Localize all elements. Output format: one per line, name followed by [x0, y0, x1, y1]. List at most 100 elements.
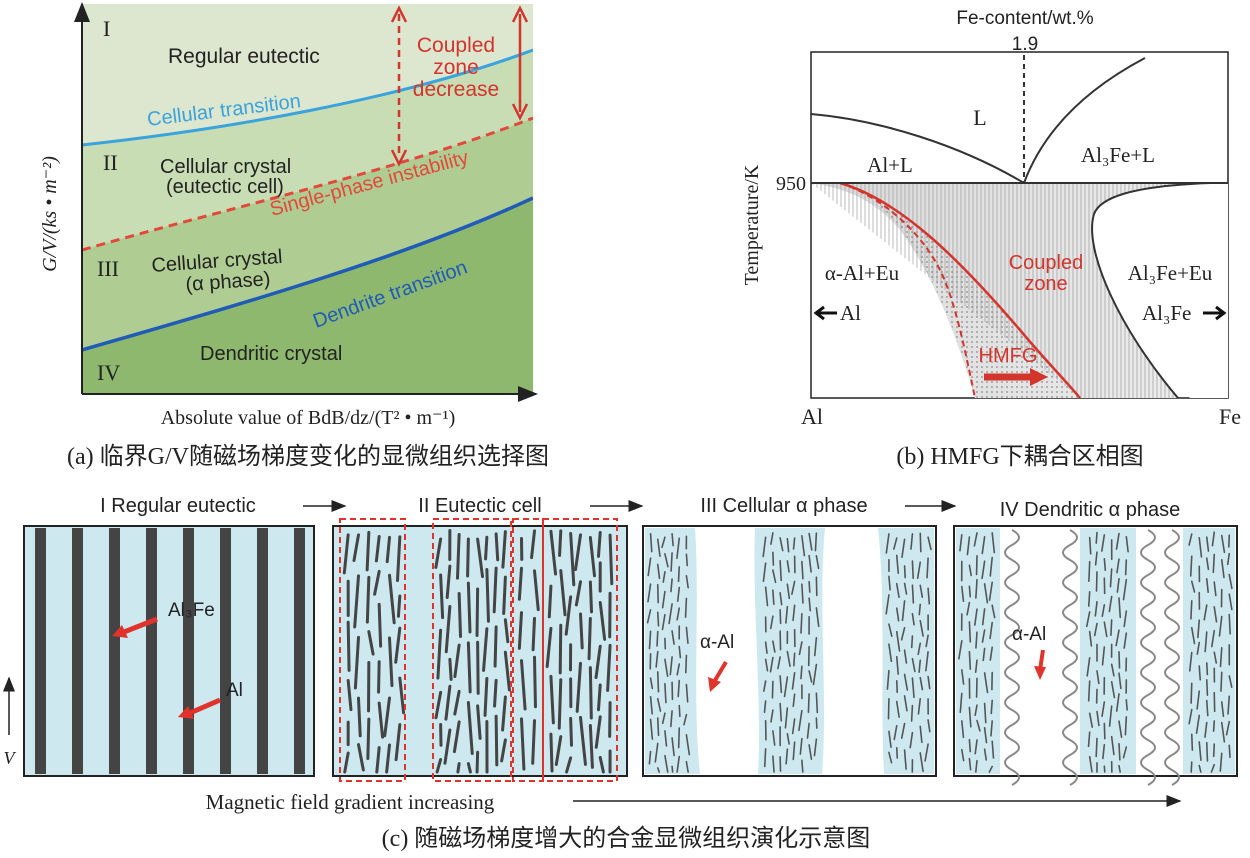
- eutectic-fibre: [377, 701, 385, 739]
- eutectic-rod: [918, 659, 922, 674]
- eutectic-rod: [991, 532, 996, 554]
- eutectic-rod: [1205, 678, 1209, 696]
- eutectic-rod: [1096, 710, 1100, 727]
- eutectic-rod: [919, 532, 922, 553]
- eutectic-rod: [808, 580, 811, 593]
- eutectic-rod: [917, 697, 922, 715]
- eutectic-rod: [1093, 622, 1098, 637]
- eutectic-rod: [779, 559, 782, 582]
- eutectic-rod: [983, 702, 987, 724]
- eutectic-rod: [927, 536, 932, 551]
- eutectic-rod: [1190, 600, 1193, 620]
- eutectic-rod: [900, 626, 906, 641]
- eutectic-rod: [792, 604, 796, 622]
- eutectic-fibre: [377, 602, 383, 648]
- stage-4-title: IV Dendritic α phase: [1000, 499, 1181, 521]
- eutectic-rod: [1205, 741, 1209, 762]
- eutectic-fibre: [482, 627, 489, 672]
- eutectic-rod: [981, 629, 986, 643]
- eutectic-rod: [888, 730, 892, 748]
- eutectic-rod: [988, 765, 994, 773]
- eutectic-rod: [648, 750, 652, 765]
- eutectic-fibre: [533, 655, 537, 709]
- eutectic-fibre: [466, 701, 474, 755]
- eutectic-rod: [989, 556, 994, 577]
- eutectic-fibre: [596, 530, 602, 558]
- eutectic-rod: [798, 641, 803, 656]
- eutectic-rod: [677, 727, 681, 749]
- eutectic-rod: [772, 589, 775, 606]
- eutectic-rod: [779, 702, 783, 722]
- stage-4-panel: α-Al: [953, 525, 1238, 786]
- al3fe-lamella: [294, 528, 305, 774]
- eutectic-rod: [926, 557, 929, 579]
- eutectic-fibre: [606, 643, 612, 692]
- eutectic-fibre: [549, 674, 555, 725]
- eutectic-fibre: [476, 640, 480, 695]
- eutectic-fibre: [493, 678, 498, 708]
- eutectic-rod: [960, 585, 965, 602]
- eutectic-fibre: [492, 566, 498, 614]
- eutectic-rod: [1087, 680, 1091, 702]
- eutectic-rod: [685, 574, 689, 589]
- eutectic-rod: [1218, 615, 1223, 637]
- eutectic-rod: [895, 582, 900, 599]
- eutectic-rod: [886, 669, 890, 690]
- eutectic-rod: [1095, 531, 1098, 544]
- eutectic-rod: [888, 623, 893, 638]
- eutectic-rod: [1195, 714, 1201, 735]
- left-arrow-icon: [813, 305, 837, 321]
- eutectic-rod: [903, 565, 906, 579]
- al3fe-lamella: [35, 528, 46, 774]
- eutectic-fibre: [396, 594, 402, 618]
- eutectic-rod: [1211, 531, 1216, 547]
- eutectic-rod: [983, 583, 989, 604]
- eutectic-rod: [671, 630, 675, 645]
- al3fe-lamella: [183, 528, 194, 774]
- right-arrow-icon: [1203, 305, 1227, 321]
- eutectic-rod: [1211, 629, 1216, 648]
- eutectic-fibre: [346, 620, 351, 672]
- eutectic-rod: [684, 654, 688, 674]
- eutectic-rod: [647, 583, 652, 603]
- eutectic-rod: [1101, 701, 1106, 718]
- eutectic-rod: [661, 590, 666, 609]
- eutectic-rod: [960, 748, 965, 762]
- eutectic-rod: [973, 532, 978, 547]
- eutectic-rod: [1198, 665, 1202, 681]
- eutectic-rod: [959, 692, 963, 714]
- eutectic-rod: [1203, 604, 1208, 621]
- eutectic-fibre: [367, 630, 375, 656]
- eutectic-rod: [779, 675, 783, 694]
- eutectic-rod: [1228, 744, 1231, 759]
- eutectic-fibre: [608, 533, 614, 586]
- eutectic-rod: [772, 569, 777, 584]
- eutectic-rod: [1110, 680, 1116, 699]
- panel-a: I II III IV Regular eutectic Cellular cr…: [39, 2, 549, 470]
- eutectic-rod: [786, 583, 791, 600]
- eutectic-fibre: [598, 600, 607, 641]
- eutectic-rod: [785, 605, 789, 624]
- a-x-axis-label: Absolute value of BdB/dz/(T² • m⁻¹): [161, 407, 456, 429]
- coupled-zone-text-1: Coupled: [417, 34, 495, 57]
- eutectic-fibre: [365, 530, 371, 572]
- eutectic-rod: [1088, 712, 1094, 728]
- eutectic-rod: [1123, 632, 1128, 649]
- b-top-axis-label: Fe-content/wt.%: [956, 8, 1093, 29]
- eutectic-rod: [1101, 604, 1106, 618]
- eutectic-rod: [903, 749, 907, 770]
- eutectic-rod: [1198, 741, 1202, 761]
- single-phase-instability-line: [82, 116, 533, 252]
- eutectic-fibre: [547, 584, 553, 619]
- eutectic-rod: [656, 697, 662, 712]
- eutectic-rod: [1225, 720, 1231, 736]
- eutectic-rod: [1228, 613, 1231, 635]
- eutectic-rod: [648, 630, 652, 650]
- eutectic-rod: [783, 676, 789, 698]
- eutectic-fibre: [574, 533, 582, 572]
- eutectic-rod: [685, 553, 689, 567]
- eutectic-rod: [678, 704, 681, 718]
- eutectic-rod: [981, 608, 986, 626]
- region-i-label: I: [103, 16, 110, 41]
- eutectic-rod: [799, 737, 803, 755]
